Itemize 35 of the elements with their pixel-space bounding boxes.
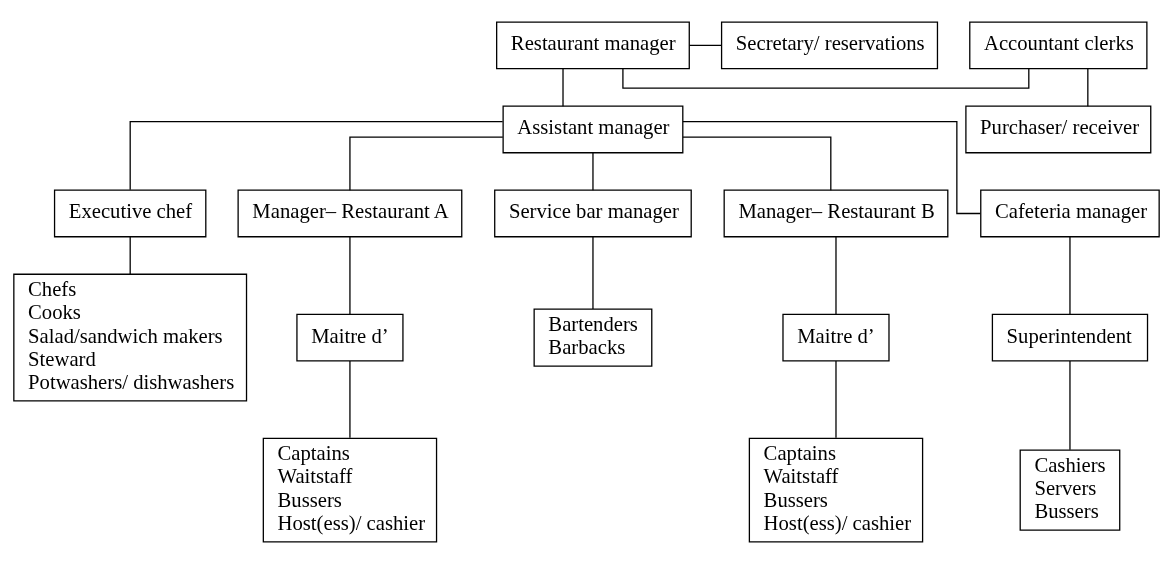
node-box: Assistant manager — [502, 105, 684, 153]
node-box: Restaurant manager — [496, 21, 690, 69]
node-box: Cafeteria manager — [980, 189, 1160, 237]
node-box: Captains Waitstaff Bussers Host(ess)/ cashier — [748, 437, 924, 542]
connector — [835, 359, 837, 438]
node-box: Bartenders Barbacks — [533, 308, 653, 367]
node-box: Maitre d’ — [782, 313, 890, 361]
connector — [129, 235, 131, 275]
connector — [682, 120, 981, 214]
node-box: Maitre d’ — [296, 313, 404, 361]
connector — [129, 120, 504, 190]
connector — [1087, 67, 1089, 107]
node-box: Manager– Restaurant A — [237, 189, 463, 237]
node-box: Chefs Cooks Salad/sandwich makers Steward Potwashers/ dishwashers — [13, 273, 248, 402]
node-box: Superintendent — [991, 313, 1149, 361]
node-box: Service bar manager — [494, 189, 692, 237]
connector — [1069, 359, 1071, 450]
connector — [349, 359, 351, 438]
connector — [349, 235, 351, 315]
connector — [592, 151, 594, 191]
connector — [835, 235, 837, 315]
connector — [592, 235, 594, 310]
connector — [682, 136, 832, 191]
connector — [562, 67, 564, 107]
node-box: Cashiers Servers Bussers — [1019, 448, 1121, 531]
connector — [1069, 235, 1071, 315]
connector — [349, 136, 504, 191]
connector — [688, 44, 722, 46]
node-box: Accountant clerks — [969, 21, 1148, 69]
node-box: Purchaser/ receiver — [965, 105, 1152, 153]
node-box: Secretary/ reservations — [720, 21, 939, 69]
node-box: Executive chef — [53, 189, 207, 237]
connector — [622, 67, 1030, 89]
node-box: Captains Waitstaff Bussers Host(ess)/ cashier — [262, 437, 438, 542]
node-box: Manager– Restaurant B — [723, 189, 949, 237]
